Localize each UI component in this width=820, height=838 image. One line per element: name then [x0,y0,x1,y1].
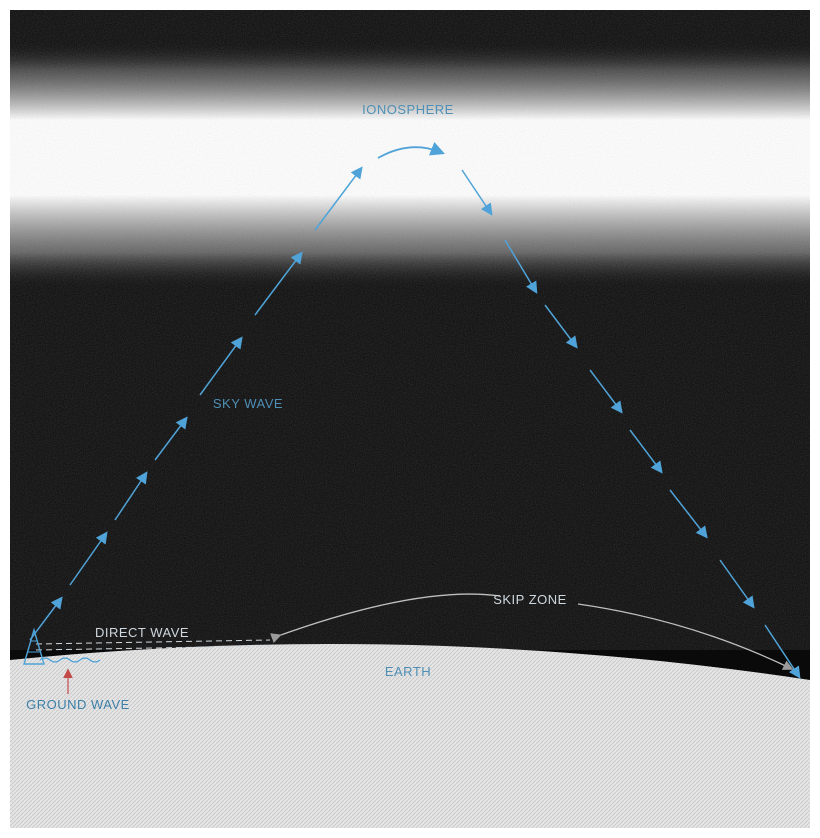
earth-surface [10,644,810,828]
earth-label: EARTH [385,664,431,679]
skip-zone-arc [270,593,501,644]
sky-wave-path [29,141,801,679]
sky-wave-label: SKY WAVE [213,396,283,411]
skip-zone-label: SKIP ZONE [493,592,567,607]
ionosphere-label: IONOSPHERE [362,102,454,117]
noise-texture [10,10,810,650]
ground-wave-label: GROUND WAVE [26,697,130,712]
transmitter-tower-icon [23,627,45,665]
skip-zone-arc-right [577,603,794,670]
direct-wave-line [35,639,271,651]
ground-wave-line [39,657,101,663]
direct-wave-label: DIRECT WAVE [95,625,189,640]
